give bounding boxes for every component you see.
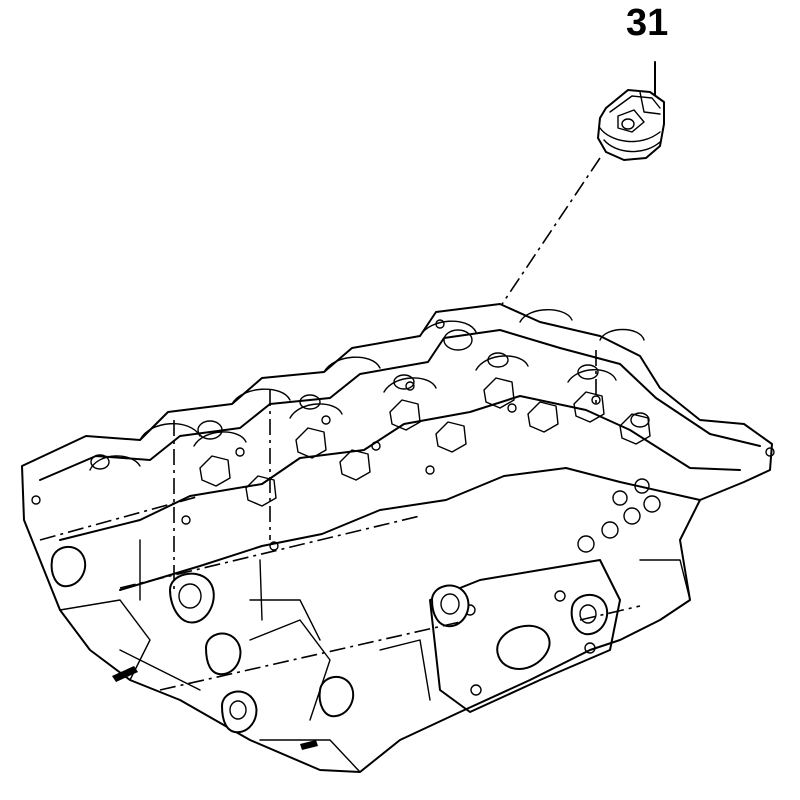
- camshaft-centerlines: [39, 350, 641, 691]
- callout-number-31: 31: [626, 2, 669, 44]
- cylinder-head-body: [21, 303, 775, 773]
- valve-lifter-part: [597, 89, 665, 161]
